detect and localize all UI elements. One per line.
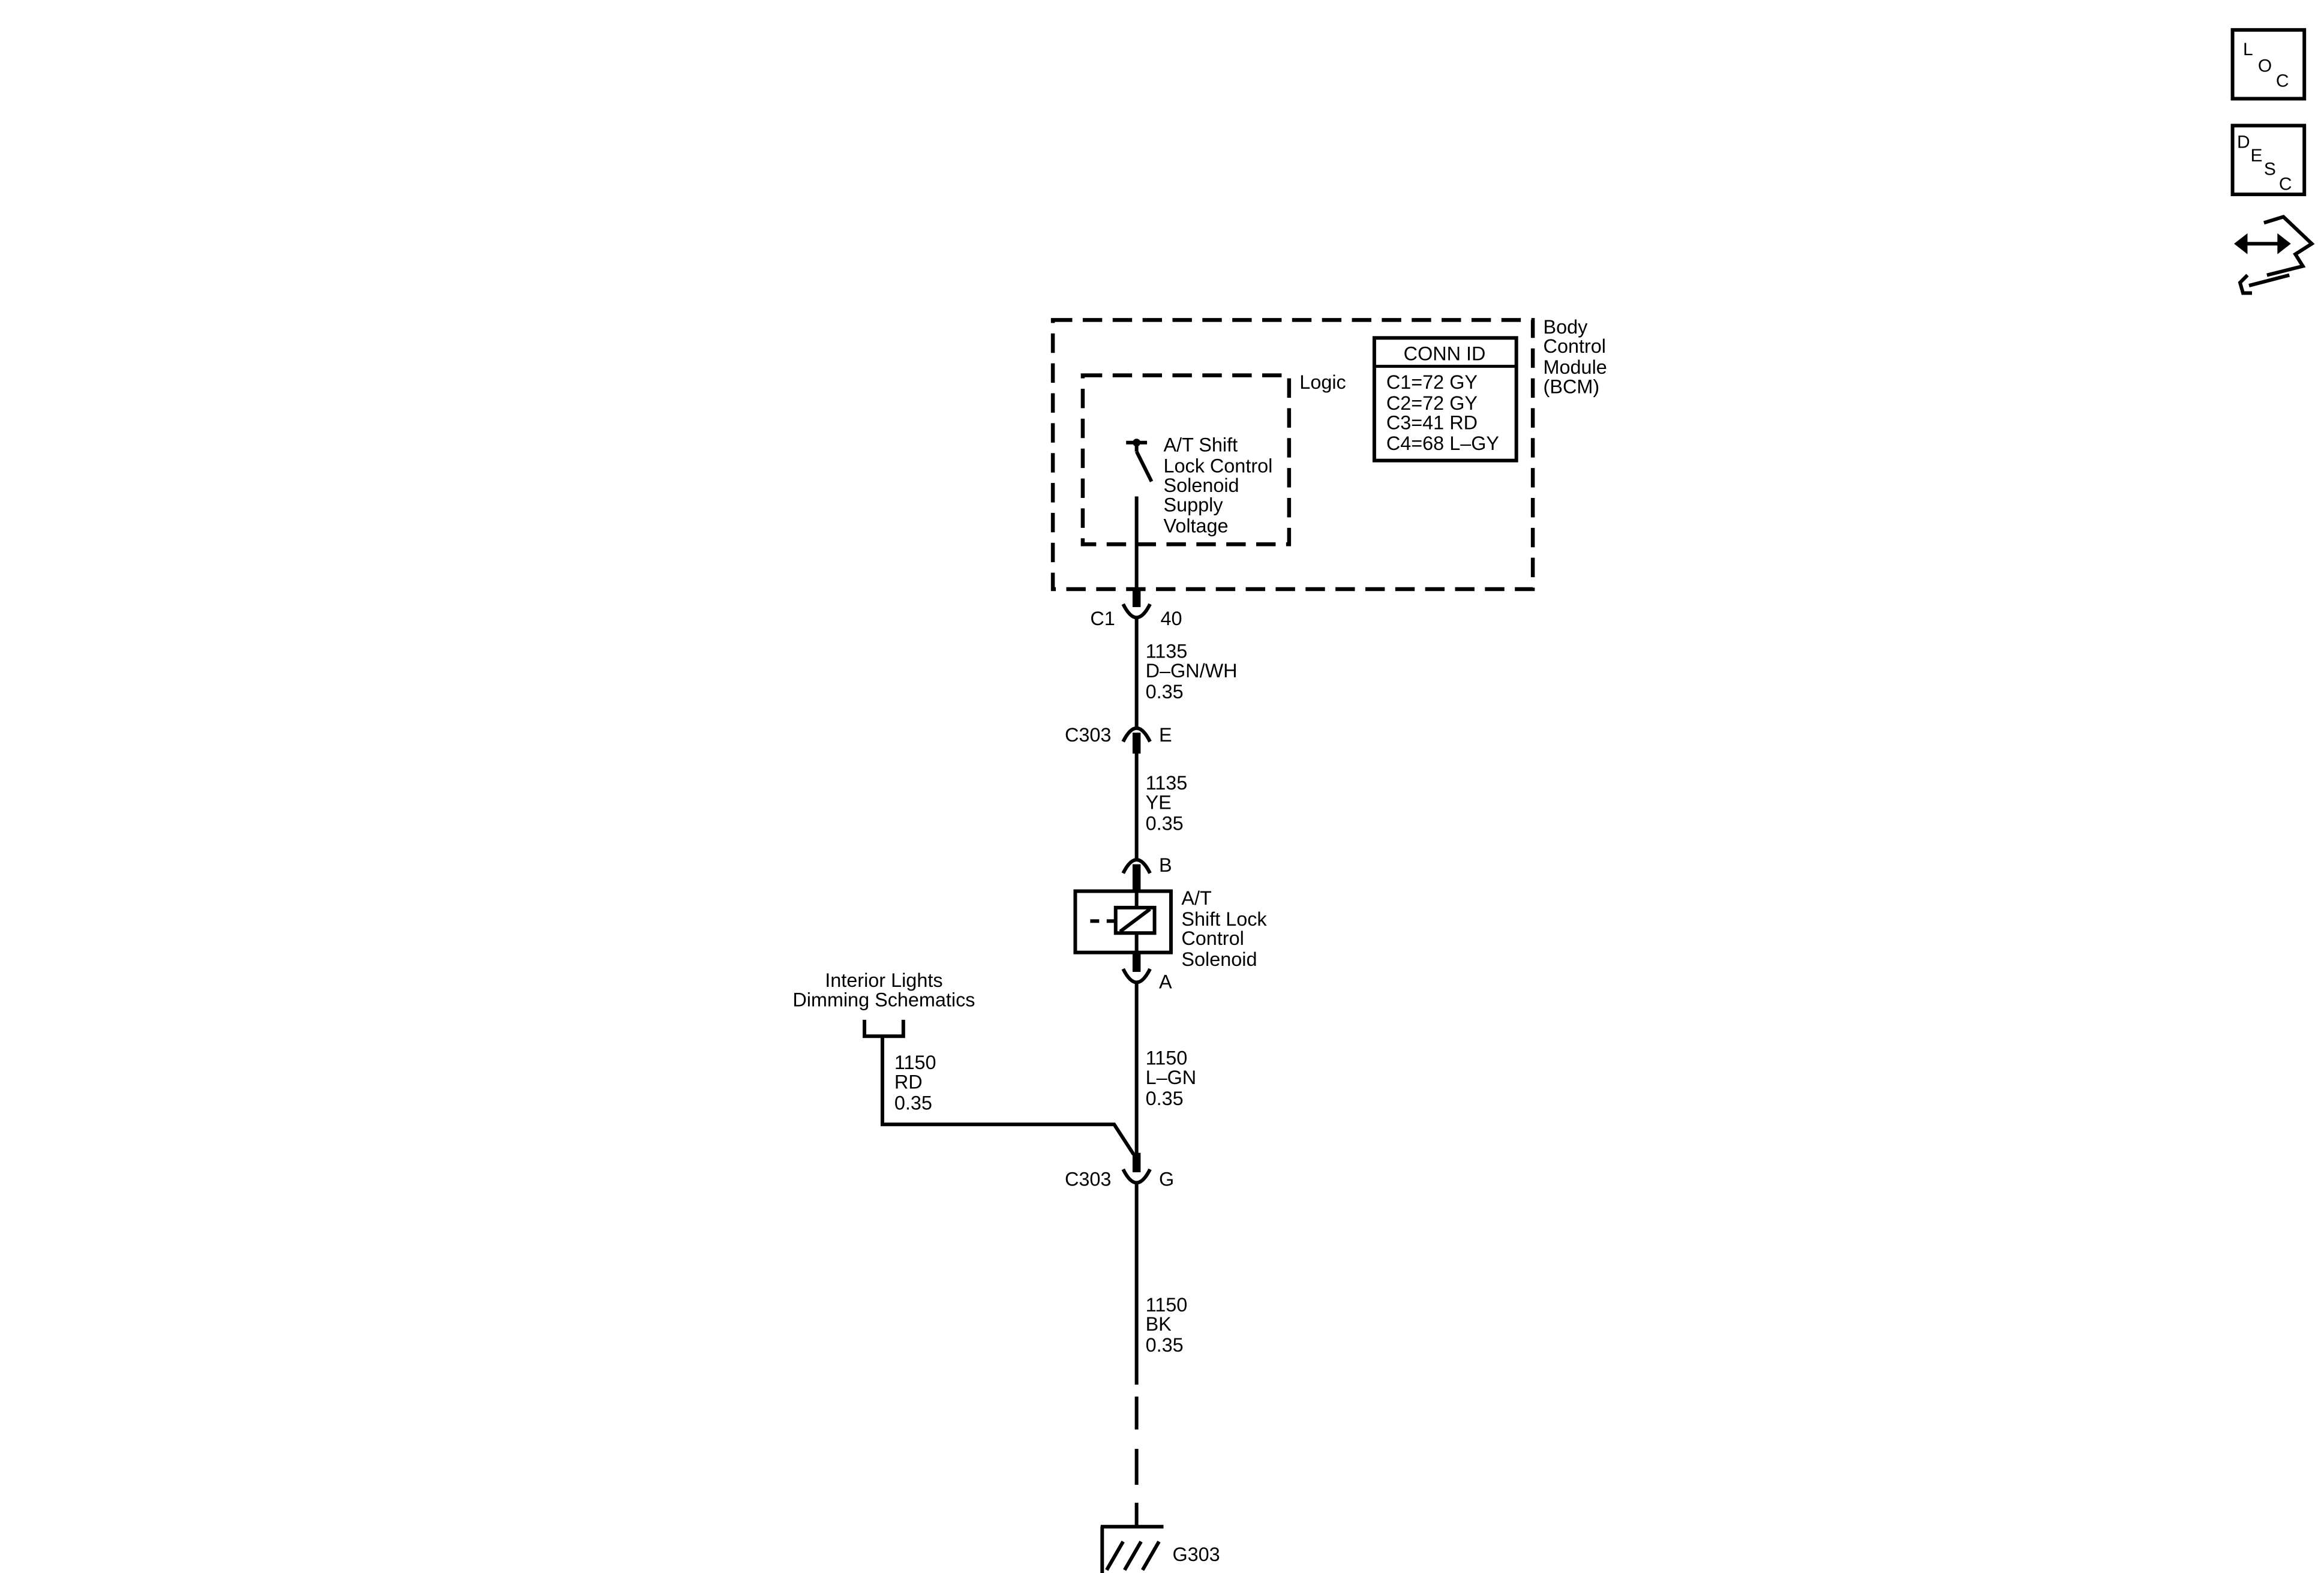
c1-pin-label: 40 [1161,608,1182,629]
wire-1135-circuit-label: 1135 [1146,641,1188,662]
connector-icon-arrowhead-left [2234,233,2248,254]
c303-e-connector-label: C303 [1065,724,1111,746]
loc-icon[interactable]: L O C [2230,28,2307,101]
bcm-module-outline [1050,318,1535,592]
c303-g-pin [1132,1152,1141,1173]
connector-icon-wrench [2248,273,2290,287]
switch-label-line-1: A/T Shift [1163,434,1238,456]
c303-e-pin [1132,733,1141,754]
loc-icon-frame [2230,28,2307,101]
interior-lights-ref-bracket [863,1019,905,1038]
connector-icon-arrowhead-right [2277,233,2291,254]
conn-id-row-c3: C3=41 RD [1386,412,1478,433]
wire-1150-rd-circuit-label: 1150 [894,1052,936,1073]
bcm-label-line-1: Body [1544,316,1589,338]
wire-1135-ye-circuit-label: 1135 [1146,772,1188,794]
wire-1150-bk-circuit-label: 1150 [1146,1294,1188,1316]
interior-lights-ref-line-1: Interior Lights [825,969,942,991]
ground-hatch-3 [1141,1541,1161,1571]
interior-lights-ref-line-2: Dimming Schematics [792,989,975,1010]
desc-icon-frame [2230,124,2307,197]
switch-label-line-5: Voltage [1163,515,1228,536]
connector-end-view-icon[interactable] [2234,215,2315,295]
loc-letter-o: O [2258,56,2272,76]
connector-c303-pin-g [1121,1152,1152,1185]
wire-1150-l-gn-color-label: L–GN [1146,1067,1197,1088]
switch-blade [1134,451,1154,482]
desc-letter-d: D [2237,133,2250,152]
solenoid-label-line-3: Control [1181,927,1244,949]
c303-g-connector-label: C303 [1065,1168,1111,1190]
connector-icon-wrench-jaw [2238,274,2252,295]
c303-e-socket-arc [1121,726,1152,743]
solenoid-connector-pin-b [1121,858,1152,891]
ground-label: G303 [1172,1544,1220,1565]
c303-g-pin-label: G [1159,1168,1174,1190]
bcm-label-line-3: Module [1544,356,1607,378]
solenoid-housing [1073,889,1173,954]
loc-letter-l: L [2243,40,2253,59]
wire-1135-color-label: D–GN/WH [1146,660,1238,682]
wire-1150-rd-color-label: RD [894,1071,923,1092]
bcm-label-line-2: Control [1544,335,1606,357]
conn-id-row-c1: C1=72 GY [1386,371,1478,393]
solenoid-label-line-4: Solenoid [1181,948,1257,970]
solenoid-a-pin [1132,952,1141,972]
connector-icon-outline [2263,215,2315,277]
switch-label-line-2: Lock Control [1163,455,1272,477]
connector-c1-pin-40 [1121,589,1152,620]
supply-voltage-switch [1126,439,1154,482]
ground-hatch-2 [1123,1541,1143,1571]
wire-1150-l-gn-circuit-label: 1150 [1146,1047,1188,1069]
wire-1150-bk-color-label: BK [1146,1313,1172,1335]
c303-e-pin-label: E [1159,724,1172,746]
bcm-label-line-4: (BCM) [1544,376,1600,398]
solenoid-a-pin-label: A [1159,971,1172,992]
wire-1135-ye-size-label: 0.35 [1146,812,1184,834]
desc-letter-s: S [2264,160,2276,179]
solenoid-label-line-2: Shift Lock [1181,908,1267,930]
ground-g303-symbol [1100,1524,1164,1573]
conn-id-frame [1372,336,1518,463]
logic-block-outline [1080,373,1292,547]
wire-1135-size-label: 0.35 [1146,681,1184,703]
switch-label-line-4: Supply [1163,494,1223,515]
wire-1150-rd [880,1036,1136,1155]
wire-1150-rd-size-label: 0.35 [894,1092,932,1113]
solenoid-coil-diagonal [1119,907,1151,933]
solenoid-b-pin-label: B [1159,854,1172,876]
c1-pin [1132,589,1141,607]
loc-letter-c: C [2276,71,2289,91]
c1-connector-label: C1 [1090,608,1115,629]
desc-icon[interactable]: D E S C [2230,124,2307,197]
wire-1150-l-gn-size-label: 0.35 [1146,1088,1184,1109]
wire-1135-ye-color-label: YE [1146,791,1172,813]
solenoid-b-socket-arc [1121,858,1152,874]
conn-id-title: CONN ID [1404,343,1486,365]
solenoid-connector-pin-a [1121,952,1152,984]
conn-id-row-c2: C2=72 GY [1386,392,1478,414]
ground-hatch-1 [1105,1541,1125,1571]
solenoid-b-pin [1132,864,1141,891]
connector-c303-pin-e [1121,726,1152,754]
solenoid-label-line-1: A/T [1181,887,1212,909]
desc-letter-e: E [2250,146,2262,166]
switch-label-line-3: Solenoid [1163,475,1239,496]
conn-id-table: CONN ID C1=72 GY C2=72 GY C3=41 RD C4=68… [1372,336,1518,463]
desc-letter-c: C [2279,175,2292,194]
wire-1150-bk-size-label: 0.35 [1146,1334,1184,1356]
shift-lock-solenoid [1073,889,1173,954]
logic-label: Logic [1299,371,1346,393]
conn-id-row-c4: C4=68 L–GY [1386,433,1499,454]
